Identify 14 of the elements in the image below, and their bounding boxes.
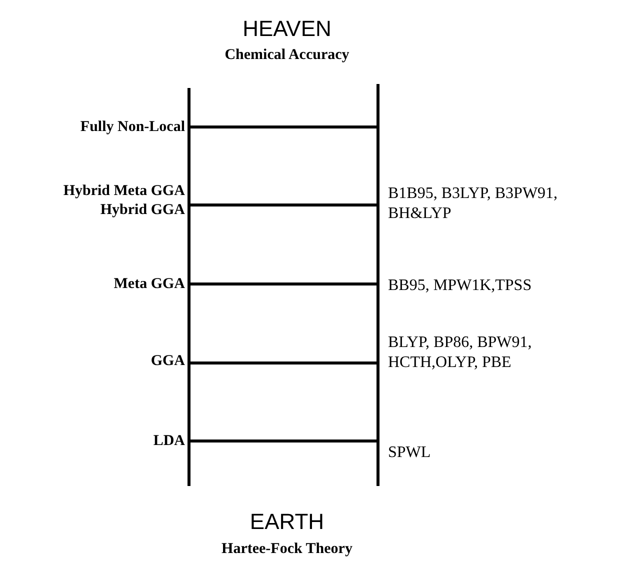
rung-label: Hybrid Meta GGA <box>62 182 185 200</box>
functional-list: BB95, MPW1K,TPSS <box>388 276 613 296</box>
subheading: Hartee-Fock Theory <box>220 540 354 558</box>
rung-label: GGA <box>150 352 185 370</box>
functional-list: B1B95, B3LYP, B3PW91, BH&LYP <box>388 184 613 224</box>
rung-label: Fully Non-Local <box>79 118 185 136</box>
functional-list: SPWL <box>388 443 613 463</box>
rung-label: LDA <box>152 432 185 450</box>
heading: EARTH <box>248 509 326 535</box>
subheading: Chemical Accuracy <box>224 46 350 64</box>
rung-label: Meta GGA <box>112 275 185 293</box>
rung-label: Hybrid GGA <box>99 201 185 219</box>
functional-list: BLYP, BP86, BPW91, HCTH,OLYP, PBE <box>388 333 573 373</box>
heading: HEAVEN <box>242 16 332 42</box>
